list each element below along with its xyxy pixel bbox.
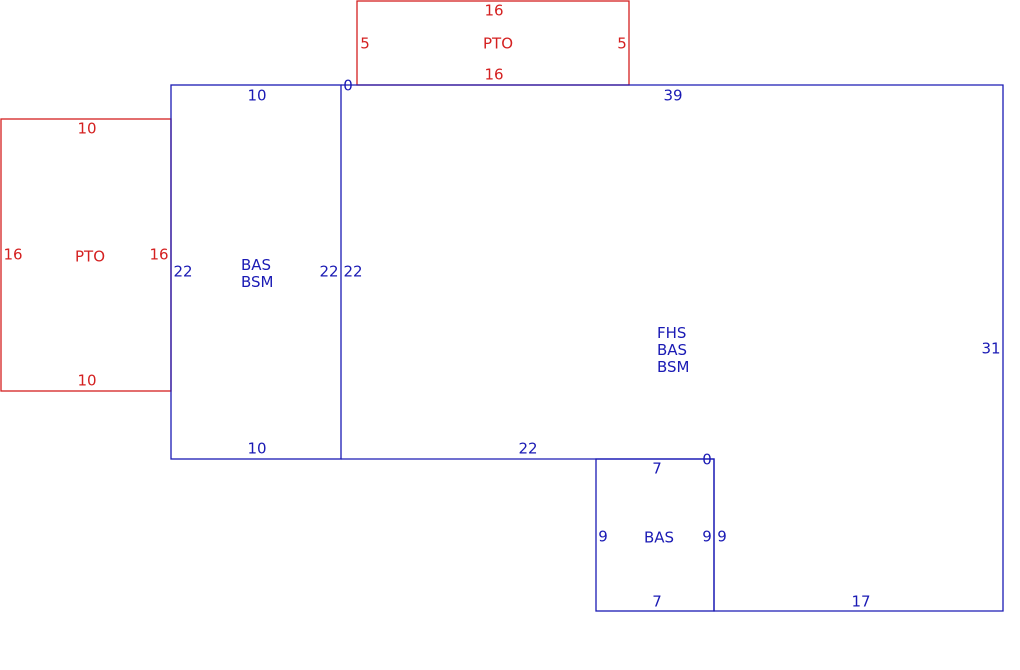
bas-small-code: BAS bbox=[643, 528, 675, 547]
bas-small-dim-bottom: 7 bbox=[652, 592, 662, 611]
fhs-dim-top: 39 bbox=[663, 86, 683, 105]
pto-left-dim-left: 16 bbox=[3, 245, 23, 264]
fhs-code-2: BAS bbox=[657, 341, 688, 359]
bas-small-dim-top: 7 bbox=[652, 459, 662, 478]
pto-left-dim-top: 10 bbox=[77, 119, 97, 138]
pto-top-dim-bottom: 16 bbox=[484, 65, 504, 84]
pto-left-code: PTO bbox=[74, 247, 106, 266]
bas-bsm-left-outline bbox=[170, 84, 342, 460]
fhs-code-1: FHS bbox=[657, 324, 687, 342]
pto-left-dim-bottom: 10 bbox=[77, 371, 97, 390]
bas-small-outline bbox=[595, 458, 715, 612]
pto-top-code: PTO bbox=[482, 34, 514, 53]
bas-bsm-left-dim-left: 22 bbox=[173, 262, 193, 281]
bas-small-dim-right-outer: 9 bbox=[717, 527, 727, 546]
pto-top-dim-right: 5 bbox=[617, 34, 627, 53]
fhs-dim-corner-bottom: 0 bbox=[702, 450, 712, 469]
fhs-dim-bottom-right: 17 bbox=[851, 592, 871, 611]
fhs-dim-right: 31 bbox=[981, 339, 1001, 358]
fhs-code-3: BSM bbox=[657, 358, 690, 376]
fhs-dim-bottom-left: 22 bbox=[518, 439, 538, 458]
pto-top-dim-left: 5 bbox=[360, 34, 370, 53]
bas-bsm-left-dim-right: 22 bbox=[319, 262, 339, 281]
bas-small-dim-right-inner: 9 bbox=[702, 527, 712, 546]
pto-left-dim-right: 16 bbox=[149, 245, 169, 264]
bas-small-dim-left: 9 bbox=[598, 527, 608, 546]
bas-bsm-left-dim-top: 10 bbox=[247, 86, 267, 105]
fhs-dim-left: 22 bbox=[343, 262, 363, 281]
pto-top-dim-top: 16 bbox=[484, 1, 504, 20]
bas-bsm-left-dim-bottom: 10 bbox=[247, 439, 267, 458]
bas-bsm-left-code-1: BAS bbox=[241, 256, 272, 274]
bas-bsm-left-code-2: BSM bbox=[241, 273, 274, 291]
fhs-dim-corner-top: 0 bbox=[343, 76, 353, 95]
